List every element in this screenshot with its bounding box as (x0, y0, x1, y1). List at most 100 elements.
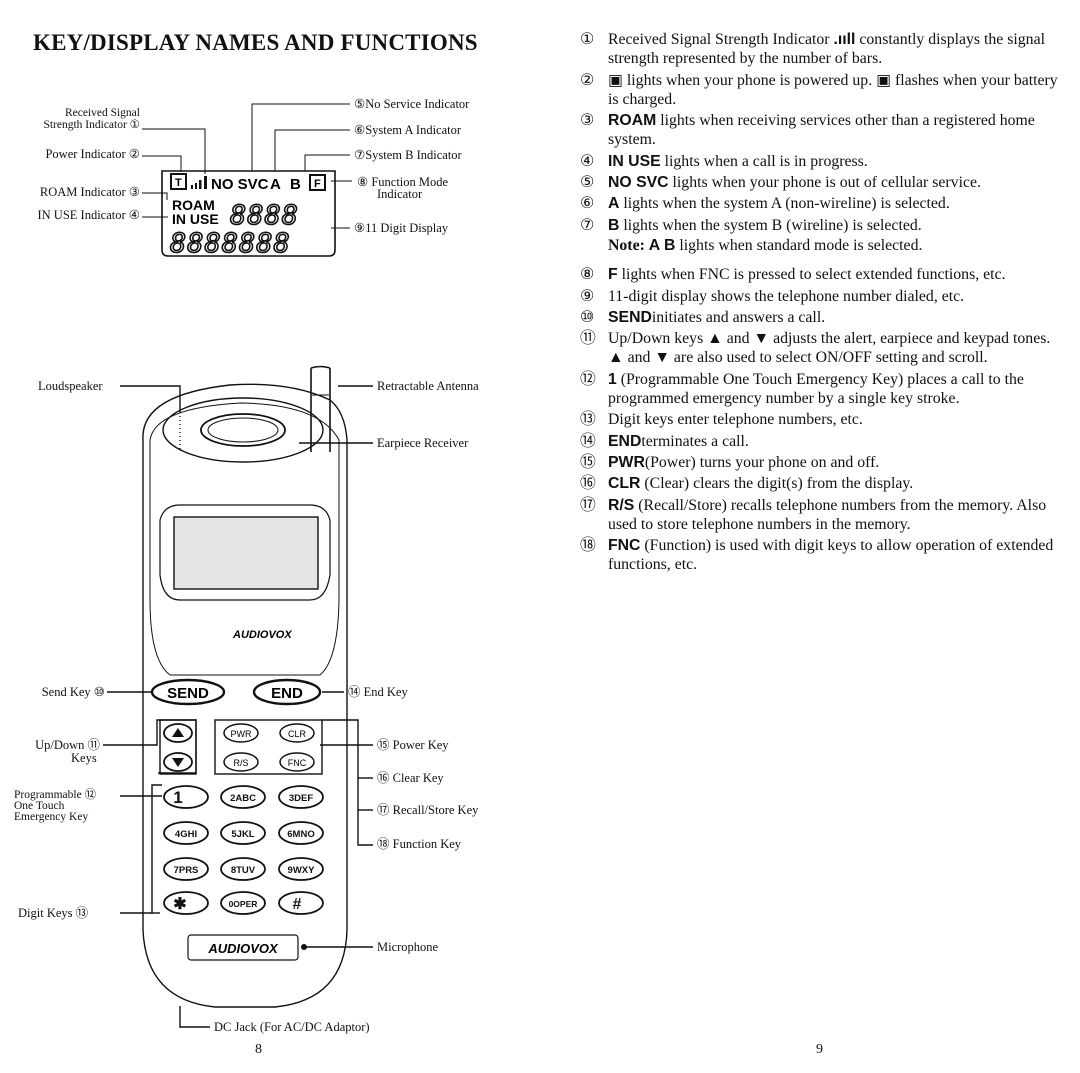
brand-logo-bottom: AUDIOVOX (207, 941, 279, 956)
logo-plate (187, 934, 299, 961)
digit-key-2[interactable] (220, 785, 266, 809)
item-number: ⑯ (580, 475, 596, 493)
label-signal-line2: Strength Indicator ① (43, 119, 140, 131)
system-a-display-text: A (270, 176, 281, 193)
label-one-touch: One Touch (14, 800, 65, 812)
digit-key-9[interactable] (278, 857, 324, 881)
label-function-key: ⑱ Function Key (377, 837, 462, 851)
digit-key-5[interactable] (220, 821, 266, 845)
digit-key-1-label: 1 (173, 788, 182, 807)
pwr-key-label: PWR (231, 729, 252, 739)
item-number: ⑰ (580, 496, 596, 514)
label-send-key: Send Key ⑩ (41, 685, 105, 699)
item-number: ⑭ (580, 432, 596, 450)
item-indicator: PWR (608, 453, 645, 471)
segment-row1: 8888 (230, 200, 299, 231)
item-description: lights when your phone is out of cellula… (668, 174, 981, 192)
item-number: ⑬ (580, 411, 596, 429)
digit-key-3[interactable] (278, 785, 324, 809)
label-earpiece: Earpiece Receiver (377, 436, 469, 450)
digit-key-4-label: 4GHI (175, 829, 197, 840)
digit-key-star[interactable] (163, 891, 209, 915)
item-indicator: B (608, 216, 620, 234)
digit-key-hash[interactable] (278, 891, 324, 915)
end-key[interactable]: END (252, 678, 322, 706)
label-dc-jack: DC Jack (For AC/DC Adaptor) (214, 1020, 370, 1034)
down-key[interactable] (163, 752, 193, 772)
item-number: ⑦ (580, 216, 595, 234)
item-text: Digit keys enter telephone numbers, etc. (608, 411, 863, 429)
send-key[interactable]: SEND (150, 678, 226, 706)
digit-key-6[interactable] (278, 821, 324, 845)
item-description: initiates and answers a call. (651, 308, 826, 326)
up-key[interactable] (163, 723, 193, 743)
system-b-display-text: B (290, 176, 301, 193)
digit-key-8-label: 8TUV (231, 865, 256, 876)
item-indicator: 1 (608, 370, 617, 388)
fnc-key[interactable]: FNC (279, 752, 315, 772)
clr-key[interactable]: CLR (279, 723, 315, 743)
send-key-label: SEND (167, 685, 209, 702)
digit-key-hash-label: # (293, 896, 302, 913)
item-number: ② (580, 71, 595, 89)
pwr-key[interactable]: PWR (223, 723, 259, 743)
item-description: constantly displays the signal strength … (608, 31, 1045, 68)
item-number: ⑩ (580, 308, 595, 326)
item-description: lights when a call is in progress. (660, 152, 868, 170)
brand-logo-top: AUDIOVOX (232, 629, 292, 641)
note-indicator: A B (648, 236, 676, 254)
function-item: ③ ROAM lights when receiving services oth… (580, 111, 1058, 150)
digit-key-4[interactable] (163, 821, 209, 845)
label-emergency-key: Emergency Key (14, 811, 89, 823)
item-description: terminates a call. (641, 432, 749, 450)
item-indicator: .ııll (833, 31, 856, 48)
digit-key-0[interactable] (220, 891, 266, 915)
label-signal-line1: Received Signal (64, 107, 140, 119)
note-text: lights when standard mode is selected. (675, 236, 923, 254)
label-programmable-key: Programmable ⑫ (14, 789, 97, 801)
item-indicator: ROAM (608, 112, 657, 130)
item-indicator: R/S (608, 496, 635, 514)
label-power-indicator: Power Indicator ② (45, 147, 140, 161)
digit-key-7-label: 7PRS (174, 865, 199, 876)
digit-key-8[interactable] (220, 857, 266, 881)
digit-key-1[interactable] (163, 785, 209, 809)
item-text: Received Signal Strength Indicator (608, 31, 834, 48)
label-system-b: ⑦System B Indicator (354, 148, 462, 162)
item-description: (Function) is used with digit keys to al… (608, 537, 1054, 574)
item-description: lights when FNC is pressed to select ext… (617, 266, 1006, 284)
function-item: ②▣ lights when your phone is powered up.… (580, 71, 1058, 110)
label-digit-keys: Digit Keys ⑬ (18, 906, 89, 920)
item-description: (Recall/Store) recalls telephone numbers… (608, 496, 1047, 533)
label-loudspeaker: Loudspeaker (38, 379, 103, 393)
svg-text:T: T (175, 177, 182, 189)
note: Note: A B lights when standard mode is s… (580, 236, 1058, 255)
power-indicator-icon (170, 173, 187, 190)
item-indicator: NO SVC (608, 174, 669, 192)
item-number: ⑥ (580, 195, 595, 213)
digit-key-7[interactable] (163, 857, 209, 881)
rs-key[interactable]: R/S (223, 752, 259, 772)
digit-key-5-label: 5JKL (231, 829, 254, 840)
item-number: ③ (580, 112, 595, 130)
clr-key-label: CLR (288, 729, 307, 739)
function-mode-icon (309, 174, 326, 191)
digit-key-2-label: 2ABC (230, 793, 256, 804)
rs-key-label: R/S (233, 758, 248, 768)
label-roam-indicator: ROAM Indicator ③ (39, 185, 140, 199)
item-number: ⑪ (580, 330, 596, 348)
item-number: ⑨ (580, 287, 595, 305)
nosvc-display-text: NO SVC (211, 176, 269, 193)
label-function-mode-line2: Indicator (377, 187, 423, 201)
item-indicator: F (608, 266, 618, 284)
page-number-left: 8 (255, 1042, 262, 1057)
item-description: lights when receiving services other tha… (608, 112, 1035, 149)
item-number: ④ (580, 152, 595, 170)
